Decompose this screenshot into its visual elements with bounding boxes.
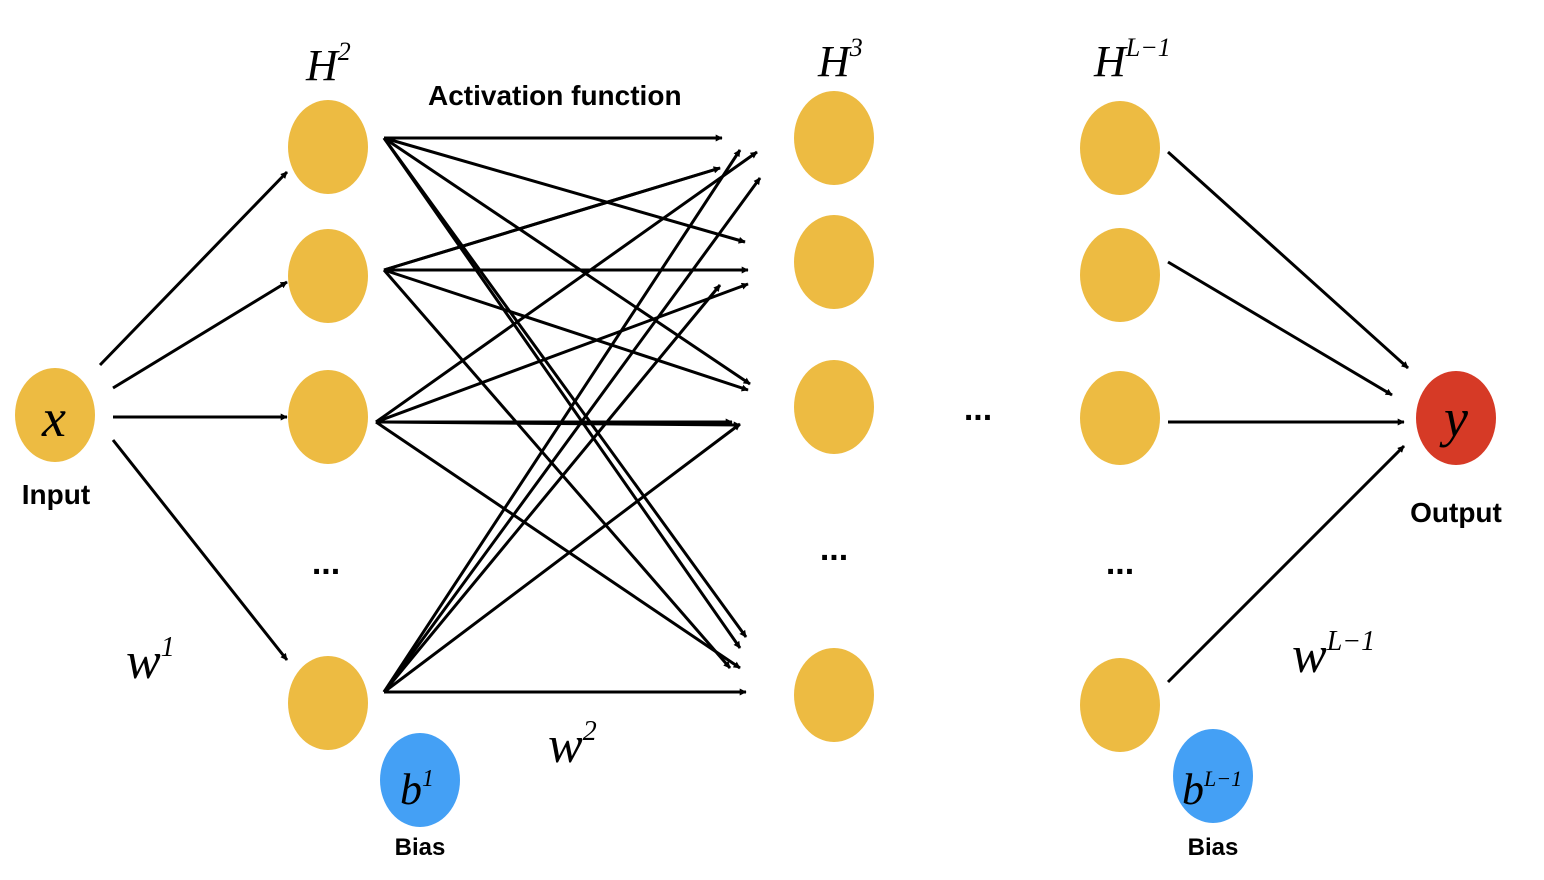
ellipsis-between-layers: ... [964,390,992,428]
edge-h2-h3-18 [383,422,741,694]
edge-input-h2-2 [112,280,288,390]
edge-h2-h3-14 [375,420,741,670]
edge-h2-h3-2 [383,136,746,244]
hl-node-2 [1080,228,1160,322]
hl-node-4 [1080,658,1160,752]
h3-label: H3 [817,33,863,86]
edge-h2-h3-9 [382,269,732,669]
input-caption: Input [22,479,90,510]
h2-node-2 [288,229,368,323]
edge-h2-h3-16 [382,177,762,693]
edge-h2-h3-3 [383,136,751,386]
edge-input-h2-1 [98,170,289,367]
edge-h2-h3-20 [382,149,742,693]
ellipsis-h2: ... [312,544,340,582]
output-symbol: y [1439,388,1468,448]
edge-h2-h3-17 [382,284,722,693]
ellipsis-h3: ... [820,530,848,568]
edge-h2-h3-5 [382,137,742,649]
h3-node-2 [794,215,874,309]
edge-hl-out-1 [1166,150,1410,370]
bias-caption-2: Bias [1188,834,1239,861]
hl-node-3 [1080,371,1160,465]
input-symbol: x [41,388,66,448]
edge-h2-h3-8 [383,268,749,392]
activation-function-label: Activation function [428,80,682,111]
node-group [15,91,1496,827]
edge-h2-h3-12 [375,282,749,424]
edge-group [98,134,1410,696]
edge-h2-h3-10 [383,166,721,272]
edge-input-h2-4 [111,439,289,661]
w1-label: w1 [126,632,175,690]
ellipsis-hl: ... [1106,544,1134,582]
hl-label: HL−1 [1093,33,1171,86]
bias-caption-1: Bias [395,834,446,861]
bias-node-1 [380,733,460,827]
edge-h2-h3-15 [375,420,741,429]
bias-node-2 [1173,729,1253,823]
h3-node-1 [794,91,874,185]
edge-hl-out-4 [1166,444,1406,684]
h2-node-3 [288,370,368,464]
h2-label: H2 [305,37,351,90]
h2-node-1 [288,100,368,194]
h2-node-4 [288,656,368,750]
hl-node-1 [1080,101,1160,195]
output-caption: Output [1410,497,1502,528]
edge-hl-out-2 [1167,260,1393,397]
edge-h2-h3-11 [375,150,758,424]
edge-h2-h3-4 [382,137,748,638]
w2-label: w2 [548,716,597,774]
input-node [15,368,95,462]
h3-node-4 [794,648,874,742]
output-node [1416,371,1496,465]
b1-label: b1 [400,765,434,814]
bl-label: bL−1 [1182,765,1242,814]
h3-node-3 [794,360,874,454]
wl-label: wL−1 [1292,626,1375,684]
